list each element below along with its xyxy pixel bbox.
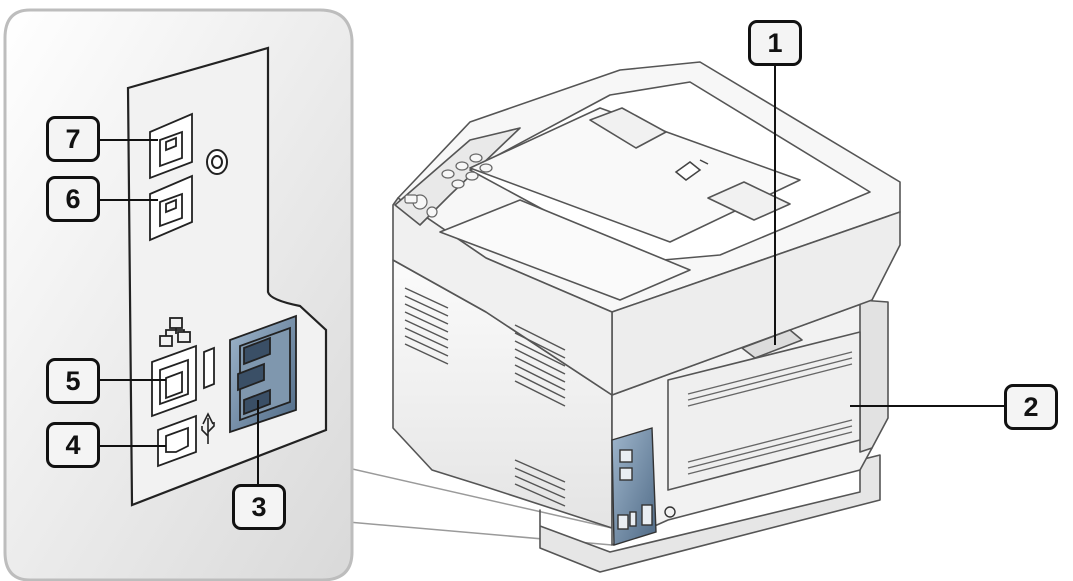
callout-2: 2 (1004, 384, 1058, 430)
callout-6: 6 (46, 176, 100, 222)
inset-detail-panel (5, 10, 352, 580)
callout-3: 3 (232, 484, 286, 530)
callout-5: 5 (46, 358, 100, 404)
callout-4: 4 (46, 422, 100, 468)
screw-hole (207, 150, 227, 174)
callout-1: 1 (748, 20, 802, 66)
callout-7: 7 (46, 116, 100, 162)
security-slot (204, 348, 214, 388)
